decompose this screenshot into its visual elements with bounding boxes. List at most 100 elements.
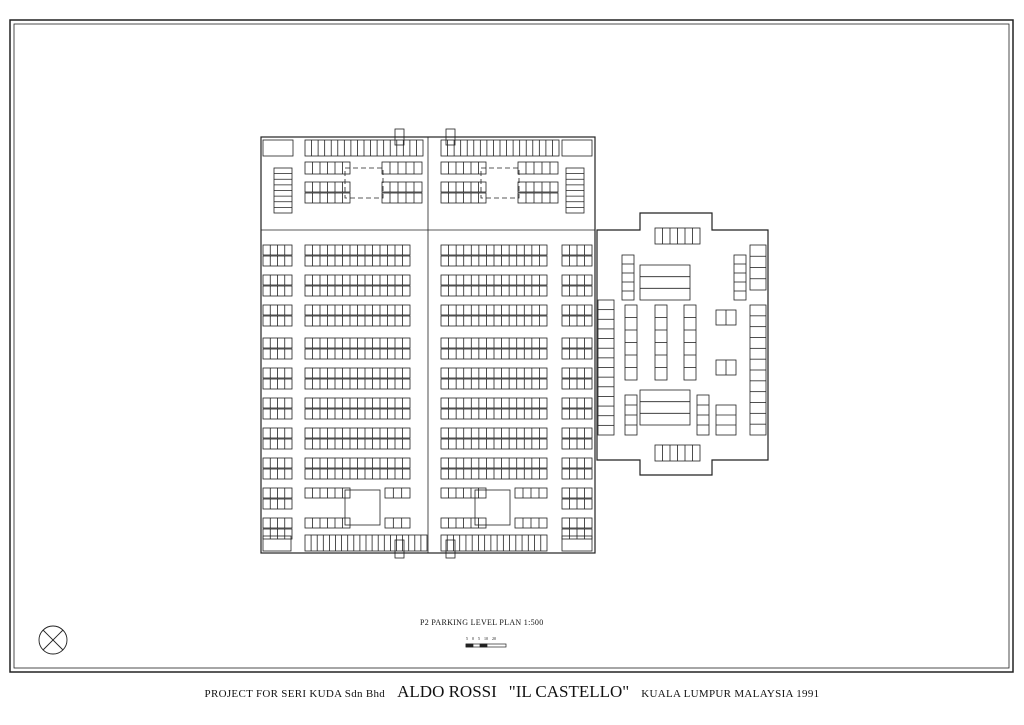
parking-stall-row [304,285,411,297]
parking-stall-row [304,192,351,204]
parking-stall-row [304,367,411,379]
stair-tower [394,128,405,146]
parking-stall-row [561,457,593,469]
parking-stall-row [304,348,411,360]
parking-stall-row [304,255,411,267]
parking-stall-row [381,181,423,193]
annex-stalls [733,254,747,301]
parking-stall-row [561,468,593,480]
stall-row-outline [621,254,635,301]
annex-core [639,264,691,301]
parking-stall-row [440,192,487,204]
parking-stall-row [514,517,548,529]
parking-stall-row [561,337,593,349]
parking-stall-row [262,397,293,409]
parking-stall-row [517,192,559,204]
parking-stall-row [262,367,293,379]
parking-stall-row [440,468,548,480]
parking-stall-row [304,457,411,469]
annex-stalls [621,254,635,301]
stair-tower [445,128,456,146]
parking-stall-row [440,517,487,529]
parking-stall-row [440,181,487,193]
stall-row-outline [517,161,559,175]
stair-core [262,139,294,157]
stall-row-outline [517,192,559,204]
floor-plan [260,128,769,559]
title-block: PROJECT FOR SERI KUDA Sdn Bhd ALDO ROSSI… [0,682,1024,702]
parking-stall-row [262,528,293,540]
parking-stall-row [262,498,293,510]
parking-stall-row [440,161,487,175]
parking-stall-row [440,457,548,469]
stair-tower [445,539,456,559]
parking-stall-row [440,427,548,439]
sheet-inner-border [13,23,1010,669]
annex-right-stalls [749,244,767,291]
parking-stall-row [561,397,593,409]
parking-stall-row [304,337,411,349]
annex-bottom-stalls [654,444,701,462]
parking-stall-row [561,427,593,439]
parking-stall-row [304,378,411,390]
parking-stall-row [561,438,593,450]
parking-stall-row [381,161,423,175]
parking-stall-row [440,285,548,297]
parking-stall-row [304,274,411,286]
ramp-void [344,167,384,199]
parking-stall-row [304,427,411,439]
parking-stall-row [561,285,593,297]
north-arrow-icon [38,625,68,655]
parking-stall-row [304,438,411,450]
annex-parking-block [596,212,769,476]
annex-stalls [624,394,638,436]
parking-stall-row [561,487,593,499]
parking-stall-row [262,337,293,349]
project-location: KUALA LUMPUR MALAYSIA 1991 [641,688,820,700]
parking-stall-row [262,487,293,499]
parking-stall-row [262,438,293,450]
stair-core [262,535,292,552]
top-stall-row [304,139,424,157]
architect-name: ALDO ROSSI [397,682,497,701]
parking-stall-row [715,359,737,376]
parking-stall-row [561,528,593,540]
parking-stall-row [304,517,351,529]
stall-row-outline [381,181,423,193]
parking-stall-row [262,427,293,439]
parking-stall-row [561,274,593,286]
parking-stall-row [262,285,293,297]
parking-stall-row [262,274,293,286]
parking-stall-row [381,192,423,204]
parking-stall-row [304,408,411,420]
parking-stall-row [262,255,293,267]
parking-stall-row [262,468,293,480]
annex-core [639,389,691,426]
parking-stall-row [440,337,548,349]
parking-stall-row [440,438,548,450]
parking-stall-row [514,487,548,499]
stair-core [344,489,381,526]
annex-right-stalls [749,304,767,436]
stair-core [474,489,511,526]
parking-stall-row [262,378,293,390]
stall-row-outline [440,534,548,552]
parking-stall-row [440,244,548,256]
stair-tower [394,539,405,559]
stair-core [561,535,593,552]
stall-row-outline [384,487,411,499]
annex-stalls [624,304,638,381]
parking-stall-row [440,408,548,420]
annex-stalls [715,404,737,436]
parking-stall-row [561,315,593,327]
project-name: "IL CASTELLO" [508,682,630,701]
parking-stall-row [440,348,548,360]
ramp-void [480,167,520,199]
parking-stall-row [561,244,593,256]
parking-stall-row [304,304,411,316]
parking-stall-row [304,244,411,256]
parking-stall-row [440,487,487,499]
parking-stall-row [384,487,411,499]
parking-stall-row [440,255,548,267]
